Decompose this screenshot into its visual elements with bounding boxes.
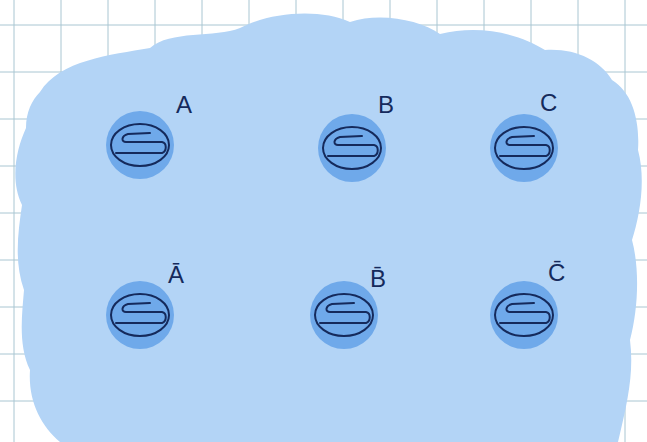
node-label: B̄ bbox=[370, 266, 386, 292]
node-label: C̄ bbox=[548, 260, 565, 286]
coil-outline bbox=[495, 127, 553, 169]
circle-fill bbox=[106, 111, 174, 179]
coil-spiral bbox=[328, 136, 378, 156]
coil-symbol bbox=[111, 294, 169, 336]
node-label: A bbox=[176, 92, 192, 118]
coil-symbol bbox=[315, 294, 373, 336]
node-label: Ā bbox=[168, 262, 184, 288]
coil-spiral bbox=[500, 303, 550, 323]
coil-symbol bbox=[495, 294, 553, 336]
coil-spiral bbox=[116, 303, 166, 323]
circle-fill bbox=[490, 281, 558, 349]
state-circle: B̄ bbox=[306, 266, 390, 353]
circle-fill bbox=[490, 114, 558, 182]
circle-fill bbox=[106, 281, 174, 349]
coil-symbol bbox=[111, 124, 169, 166]
coil-spiral bbox=[500, 136, 550, 156]
coil-symbol bbox=[495, 127, 553, 169]
node-label: B bbox=[378, 92, 394, 118]
coil-outline bbox=[111, 294, 169, 336]
state-circle: C bbox=[486, 90, 562, 186]
circle-fill bbox=[310, 281, 378, 349]
state-circle: B bbox=[314, 92, 398, 186]
state-circle: A bbox=[102, 92, 196, 183]
region-blob bbox=[15, 13, 641, 442]
node-label: C bbox=[540, 90, 557, 116]
circle-fill bbox=[318, 114, 386, 182]
coil-outline bbox=[315, 294, 373, 336]
state-circle: C̄ bbox=[486, 260, 569, 353]
coil-outline bbox=[111, 124, 169, 166]
coil-spiral bbox=[116, 133, 166, 153]
coil-symbol bbox=[323, 127, 381, 169]
coil-spiral bbox=[320, 303, 370, 323]
coil-outline bbox=[495, 294, 553, 336]
coil-outline bbox=[323, 127, 381, 169]
state-circle: Ā bbox=[102, 262, 188, 353]
grid-line bbox=[14, 0, 15, 442]
